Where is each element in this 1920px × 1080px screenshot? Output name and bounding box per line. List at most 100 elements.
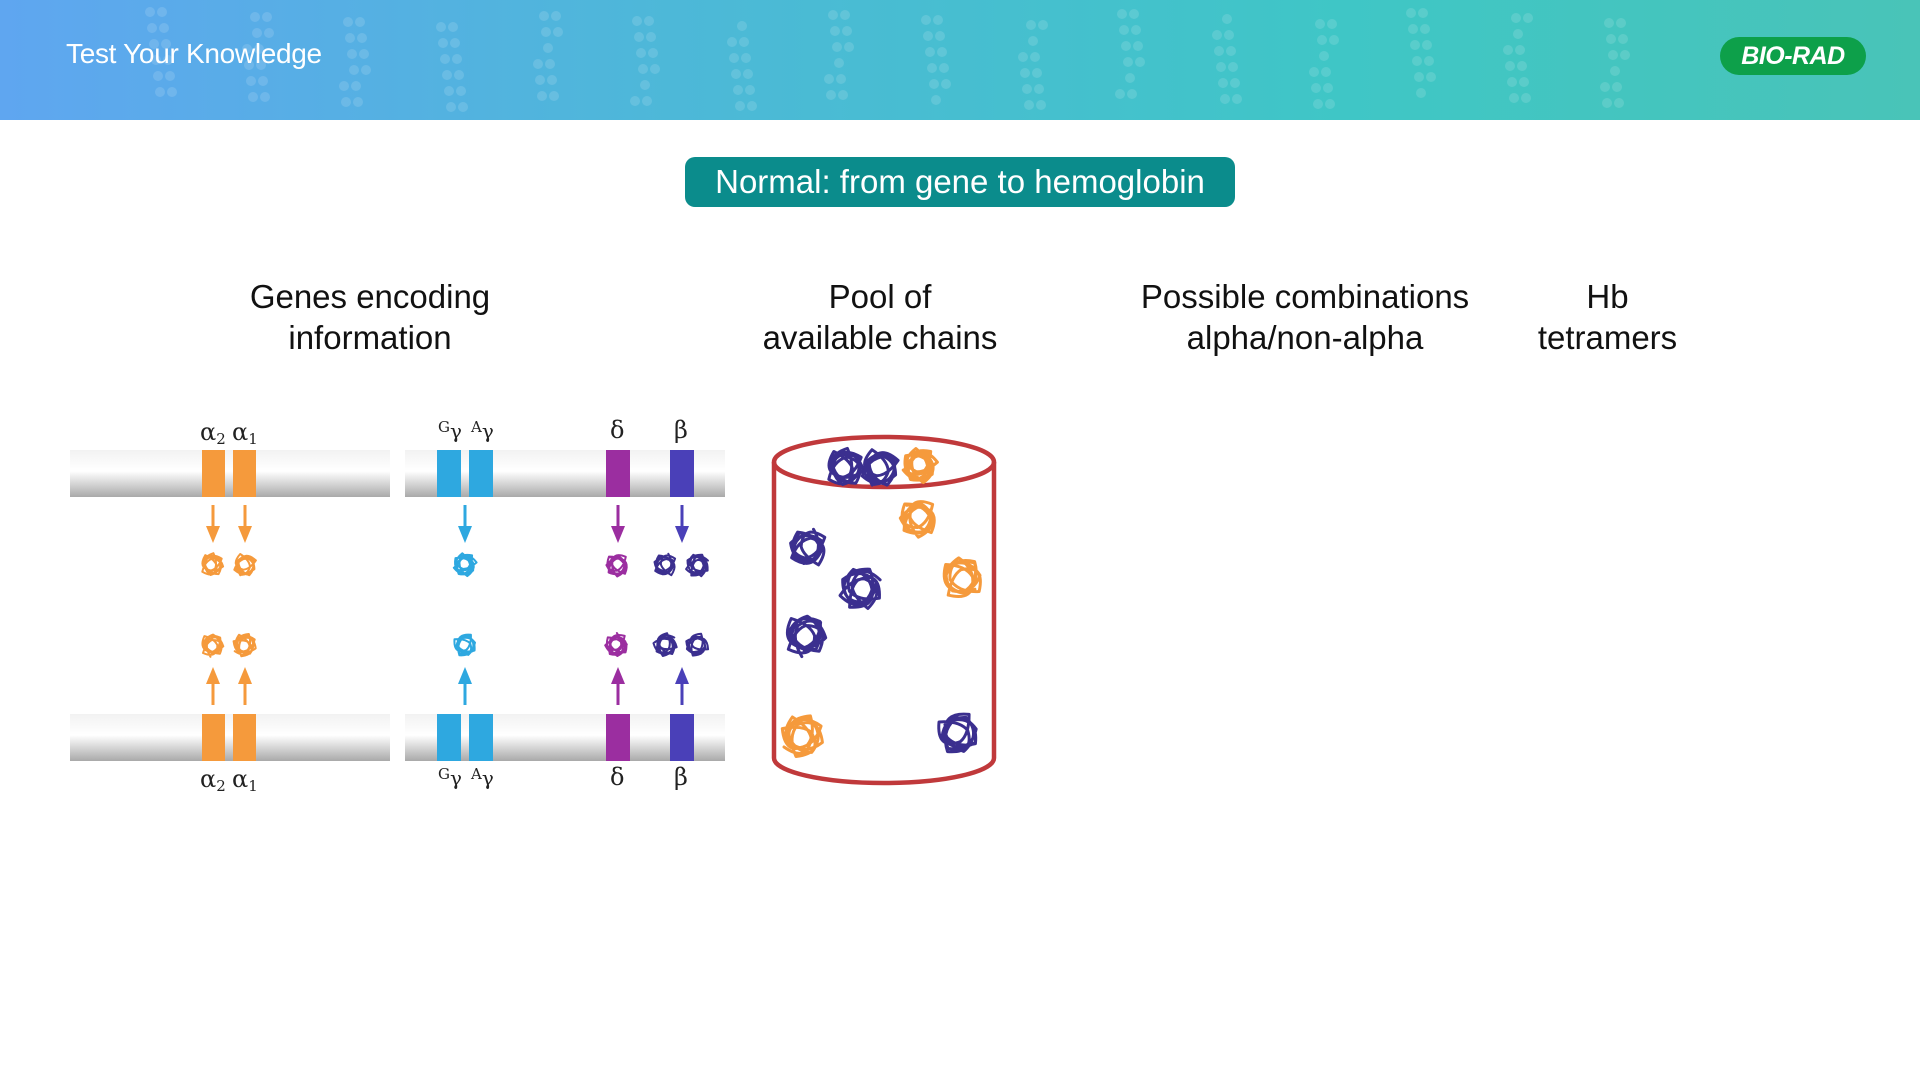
chromosome-16-bottom — [70, 714, 390, 761]
header-dot — [1515, 45, 1525, 55]
header-dot — [1127, 89, 1137, 99]
pool-chain-beta_chain — [785, 614, 828, 659]
header-dot — [1509, 93, 1519, 103]
header-dot — [1018, 52, 1028, 62]
header-dot — [262, 12, 272, 22]
header-dot — [927, 63, 937, 73]
header-dot — [921, 15, 931, 25]
header-dot — [1412, 56, 1422, 66]
header-dot — [826, 90, 836, 100]
globin-chain-lower-alpha — [201, 633, 225, 658]
header-dot — [549, 91, 559, 101]
header-dot — [824, 74, 834, 84]
header-dot — [937, 47, 947, 57]
header-dot — [244, 60, 254, 70]
header-dot — [830, 26, 840, 36]
pool-chain-beta_chain — [937, 712, 978, 754]
header-dot-pattern — [145, 7, 1630, 112]
header-dot — [1222, 14, 1232, 24]
header-dot — [248, 92, 258, 102]
header-dot — [1313, 99, 1323, 109]
header-dot — [844, 42, 854, 52]
header-dot — [543, 43, 553, 53]
header-dot — [644, 16, 654, 26]
header-dot — [1422, 40, 1432, 50]
header-dot — [1416, 88, 1426, 98]
header-dot — [533, 59, 543, 69]
arrowhead-down-beta — [675, 526, 689, 543]
header-dot — [1224, 30, 1234, 40]
pool-chain-beta_chain — [838, 567, 882, 610]
header-dot — [256, 60, 266, 70]
gene-band-alpha2-bottom — [202, 714, 225, 761]
header-dot — [1135, 57, 1145, 67]
header-dot — [547, 75, 557, 85]
pool-chain-beta_chain — [789, 527, 827, 567]
header-dot — [1032, 68, 1042, 78]
pool-chain-alpha — [780, 714, 824, 758]
header-dot — [1608, 50, 1618, 60]
header-dot — [836, 74, 846, 84]
header-dot — [353, 97, 363, 107]
pool-chain-alpha — [901, 447, 939, 485]
header-dot — [741, 53, 751, 63]
pool-chain-alpha — [942, 556, 982, 598]
header-dot — [923, 31, 933, 41]
header-dot — [345, 33, 355, 43]
header-title: Test Your Knowledge — [66, 38, 322, 69]
header-dot — [450, 38, 460, 48]
header-dot — [939, 63, 949, 73]
chain-pool-cylinder — [771, 434, 997, 786]
header-dot — [167, 87, 177, 97]
header-dot — [1424, 56, 1434, 66]
header-dot — [1218, 78, 1228, 88]
header-dot — [355, 17, 365, 27]
header-dot — [1513, 29, 1523, 39]
header-dot — [535, 75, 545, 85]
header-dot — [351, 81, 361, 91]
header-dot — [935, 31, 945, 41]
gene-band-alpha1-bottom — [233, 714, 256, 761]
label-a-gamma-bottom: Aγ — [470, 765, 494, 790]
header-dot — [1321, 67, 1331, 77]
header-dot — [1317, 35, 1327, 45]
header-dot — [264, 28, 274, 38]
column-heading-tetramers: Hb tetramers — [1537, 278, 1678, 356]
label-beta-top: β — [674, 416, 688, 444]
header-dot — [446, 102, 456, 112]
arrowhead-up-gamma — [458, 667, 472, 684]
header-dot — [630, 96, 640, 106]
header-dot — [828, 10, 838, 20]
globin-chain-upper-beta_chain — [653, 552, 677, 577]
gene-band-delta-bottom — [606, 714, 630, 761]
header-dot — [929, 79, 939, 89]
label-g-gamma-top: Gγ — [438, 418, 462, 443]
label-alpha1-top: α1 — [232, 418, 258, 448]
pool-chain-beta_chain — [860, 448, 900, 487]
header-dot — [838, 90, 848, 100]
header-dot — [1426, 72, 1436, 82]
chromosome-16-top — [70, 450, 390, 497]
header-dot — [1521, 93, 1531, 103]
header-dot — [165, 71, 175, 81]
header-dot — [1123, 57, 1133, 67]
header-dot — [1030, 52, 1040, 62]
header-dot — [1406, 8, 1416, 18]
expression-arrows — [206, 505, 689, 705]
header-banner: Test Your Knowledge BIO-RAD — [0, 0, 1920, 120]
header-dot — [454, 70, 464, 80]
label-beta-bottom: β — [674, 763, 688, 791]
header-dot — [1511, 13, 1521, 23]
header-dot — [254, 44, 264, 54]
header-dot — [1503, 45, 1513, 55]
gene-band-beta-top — [670, 450, 694, 497]
pool-chains — [780, 446, 982, 758]
gene-band-g-gamma-top — [437, 450, 461, 497]
header-dot — [731, 69, 741, 79]
slide-title-badge: Normal: from gene to hemoglobin — [685, 157, 1235, 207]
header-dot — [145, 7, 155, 17]
header-dot — [1319, 51, 1329, 61]
gene-band-delta-top — [606, 450, 630, 497]
header-dot — [458, 102, 468, 112]
header-dot — [925, 47, 935, 57]
